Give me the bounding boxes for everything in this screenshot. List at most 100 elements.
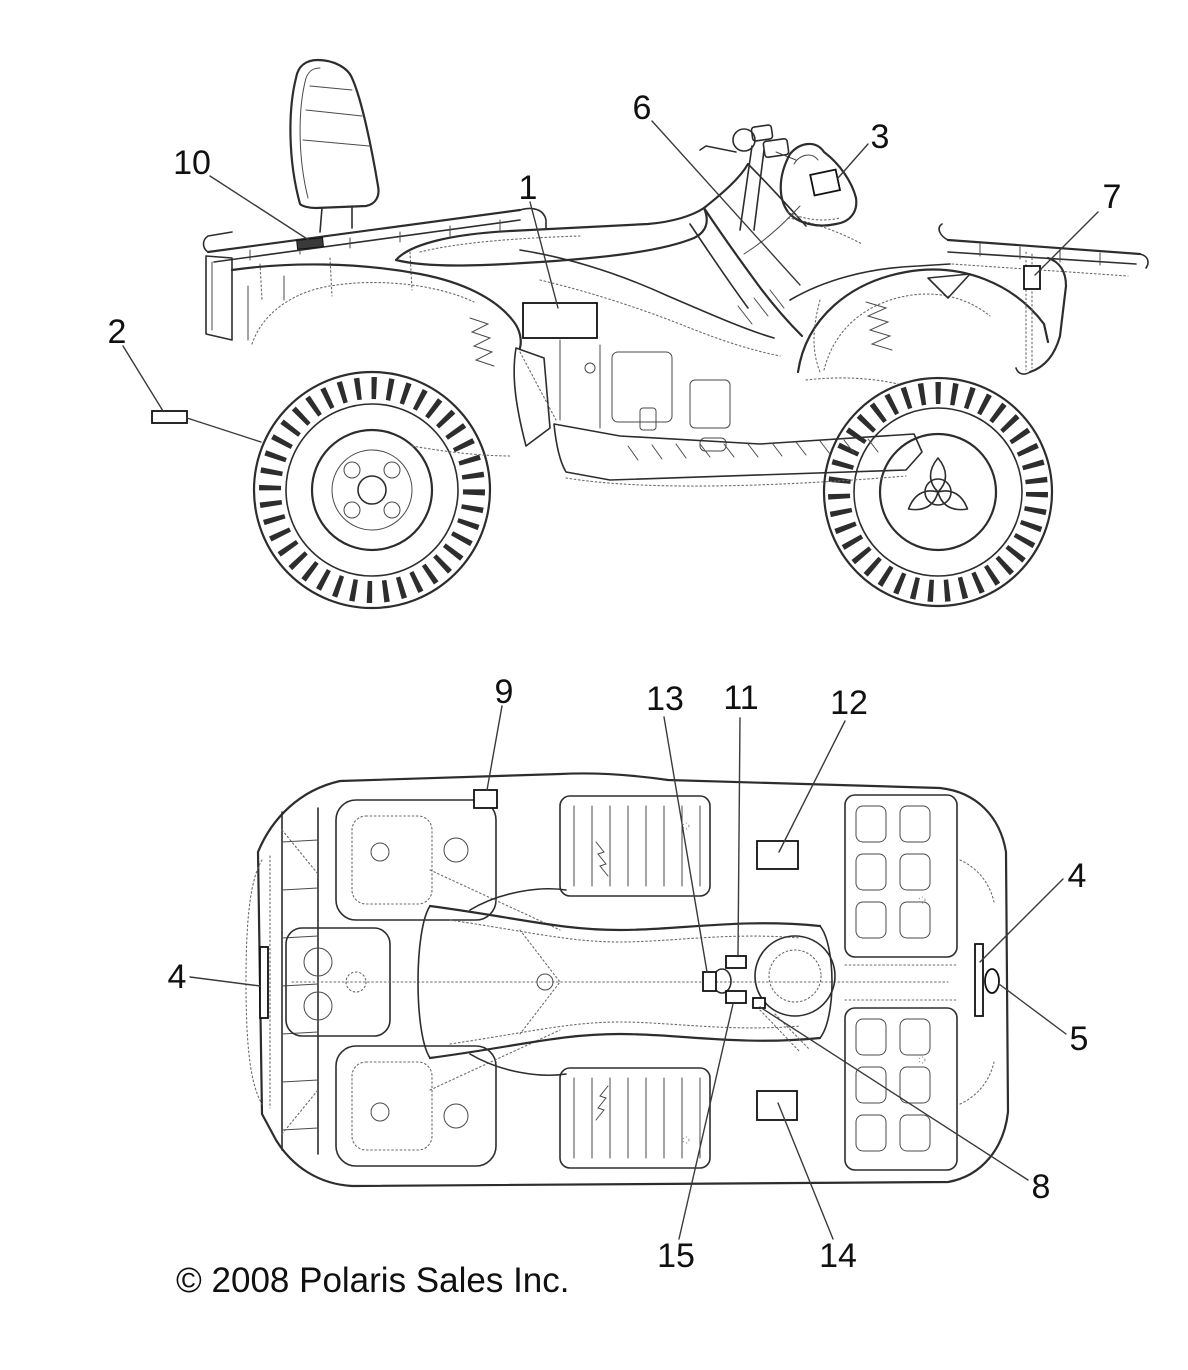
tire-outline (822, 376, 1054, 608)
rear-fender-curves (959, 859, 995, 1105)
rack-slat (855, 1066, 887, 1104)
cable-coil (595, 841, 609, 877)
decal-7-box (1023, 265, 1041, 290)
brake-line (813, 299, 821, 373)
rack-slat (855, 1018, 887, 1056)
callout-9-label: 9 (495, 673, 514, 711)
decal-4-right-box (974, 943, 984, 1017)
rack-end (1139, 253, 1149, 269)
rear-suspension (411, 317, 513, 457)
frame-line (519, 351, 557, 421)
cable-coil (595, 1085, 609, 1121)
rack-crossbars (844, 964, 958, 1001)
rack-slat (855, 1114, 887, 1152)
bumper-bars (1025, 251, 1033, 371)
detail-line (559, 339, 601, 429)
rack-supports (259, 251, 413, 301)
bumper-curve (245, 859, 263, 1105)
decal-13-box (702, 971, 717, 992)
leader-line-13 (663, 716, 708, 973)
leader-line-7 (1034, 211, 1099, 276)
axle-cap (357, 475, 387, 505)
headlight (927, 273, 971, 299)
handlebar-assembly (699, 124, 797, 231)
shock-mount (443, 837, 469, 863)
bolt (682, 1136, 690, 1144)
column-seam (689, 223, 749, 309)
callout-2-label: 2 (108, 313, 127, 351)
wheel-hub (331, 449, 413, 531)
rack-rail (946, 238, 1142, 256)
front-fender-wells (335, 799, 561, 1167)
guard-strut (743, 205, 801, 255)
rear-wheel (252, 370, 492, 610)
callout-4-left-label: 4 (168, 958, 187, 996)
tire-tread (828, 382, 1048, 602)
body-shoulder (747, 163, 807, 227)
backrest-outline (289, 58, 380, 210)
tank-top (702, 162, 750, 210)
hand-guard (743, 142, 858, 255)
fender-inner (823, 293, 991, 371)
decal-15-box (725, 990, 747, 1004)
body-shoulder (787, 217, 863, 245)
rack-rungs (281, 839, 319, 1131)
bumper-hook (1015, 367, 1031, 375)
wheel-rim (310, 428, 434, 552)
leader-line-10 (209, 175, 319, 247)
tire-inner (853, 407, 1023, 577)
panel-seam (539, 279, 781, 357)
decal-10-box (296, 237, 325, 250)
rack-slat (855, 901, 887, 939)
seat-front (417, 905, 431, 1059)
decal-12-box (756, 840, 799, 870)
rack-rail (947, 251, 1137, 265)
tire-tread (259, 377, 485, 603)
decal-2-box (151, 410, 188, 424)
leader-line-9 (486, 705, 503, 791)
leader-line-14 (777, 1102, 834, 1240)
hand-guard-seam (793, 154, 819, 165)
rack-end (519, 207, 547, 229)
bar-clamp (750, 124, 774, 142)
clutch-inner (768, 949, 822, 1003)
lug (343, 461, 361, 479)
coil-spring (469, 317, 495, 367)
vehicle-outline (256, 772, 1010, 1188)
callout-4-right-label: 4 (1068, 857, 1087, 895)
vent (639, 407, 657, 431)
fender-top (230, 263, 522, 350)
leader-line-3 (837, 143, 869, 179)
handlebar (469, 1053, 567, 1076)
rack-rail (206, 208, 522, 254)
panel-edge (519, 249, 775, 339)
rear-rack-top (682, 794, 995, 1171)
fender-well (335, 799, 497, 921)
bolt (370, 1102, 390, 1122)
front-fender (789, 263, 1050, 385)
hub-blade (929, 457, 947, 493)
grip (775, 151, 797, 161)
skid-line (565, 475, 907, 487)
side-cover (689, 379, 731, 429)
footboard-tread (627, 438, 879, 461)
bolt (370, 842, 390, 862)
decal-9-box (473, 789, 498, 809)
bolt (682, 822, 690, 830)
seat-edge (428, 1032, 822, 1060)
bolt (918, 1056, 926, 1064)
body-side-panels (519, 249, 781, 452)
decal-5-oval (984, 968, 1000, 994)
seat-top (417, 904, 833, 1060)
front-wheel (822, 376, 1054, 608)
seat (394, 206, 708, 267)
footboard-bands (559, 795, 711, 1169)
leader-line-5 (998, 983, 1067, 1035)
a-arm (805, 377, 899, 385)
rack-slat (855, 853, 887, 891)
footboard-slats (573, 1077, 701, 1159)
wheel-rim (878, 432, 998, 552)
footboard-outline (553, 423, 923, 481)
callout-11-label: 11 (723, 679, 758, 717)
